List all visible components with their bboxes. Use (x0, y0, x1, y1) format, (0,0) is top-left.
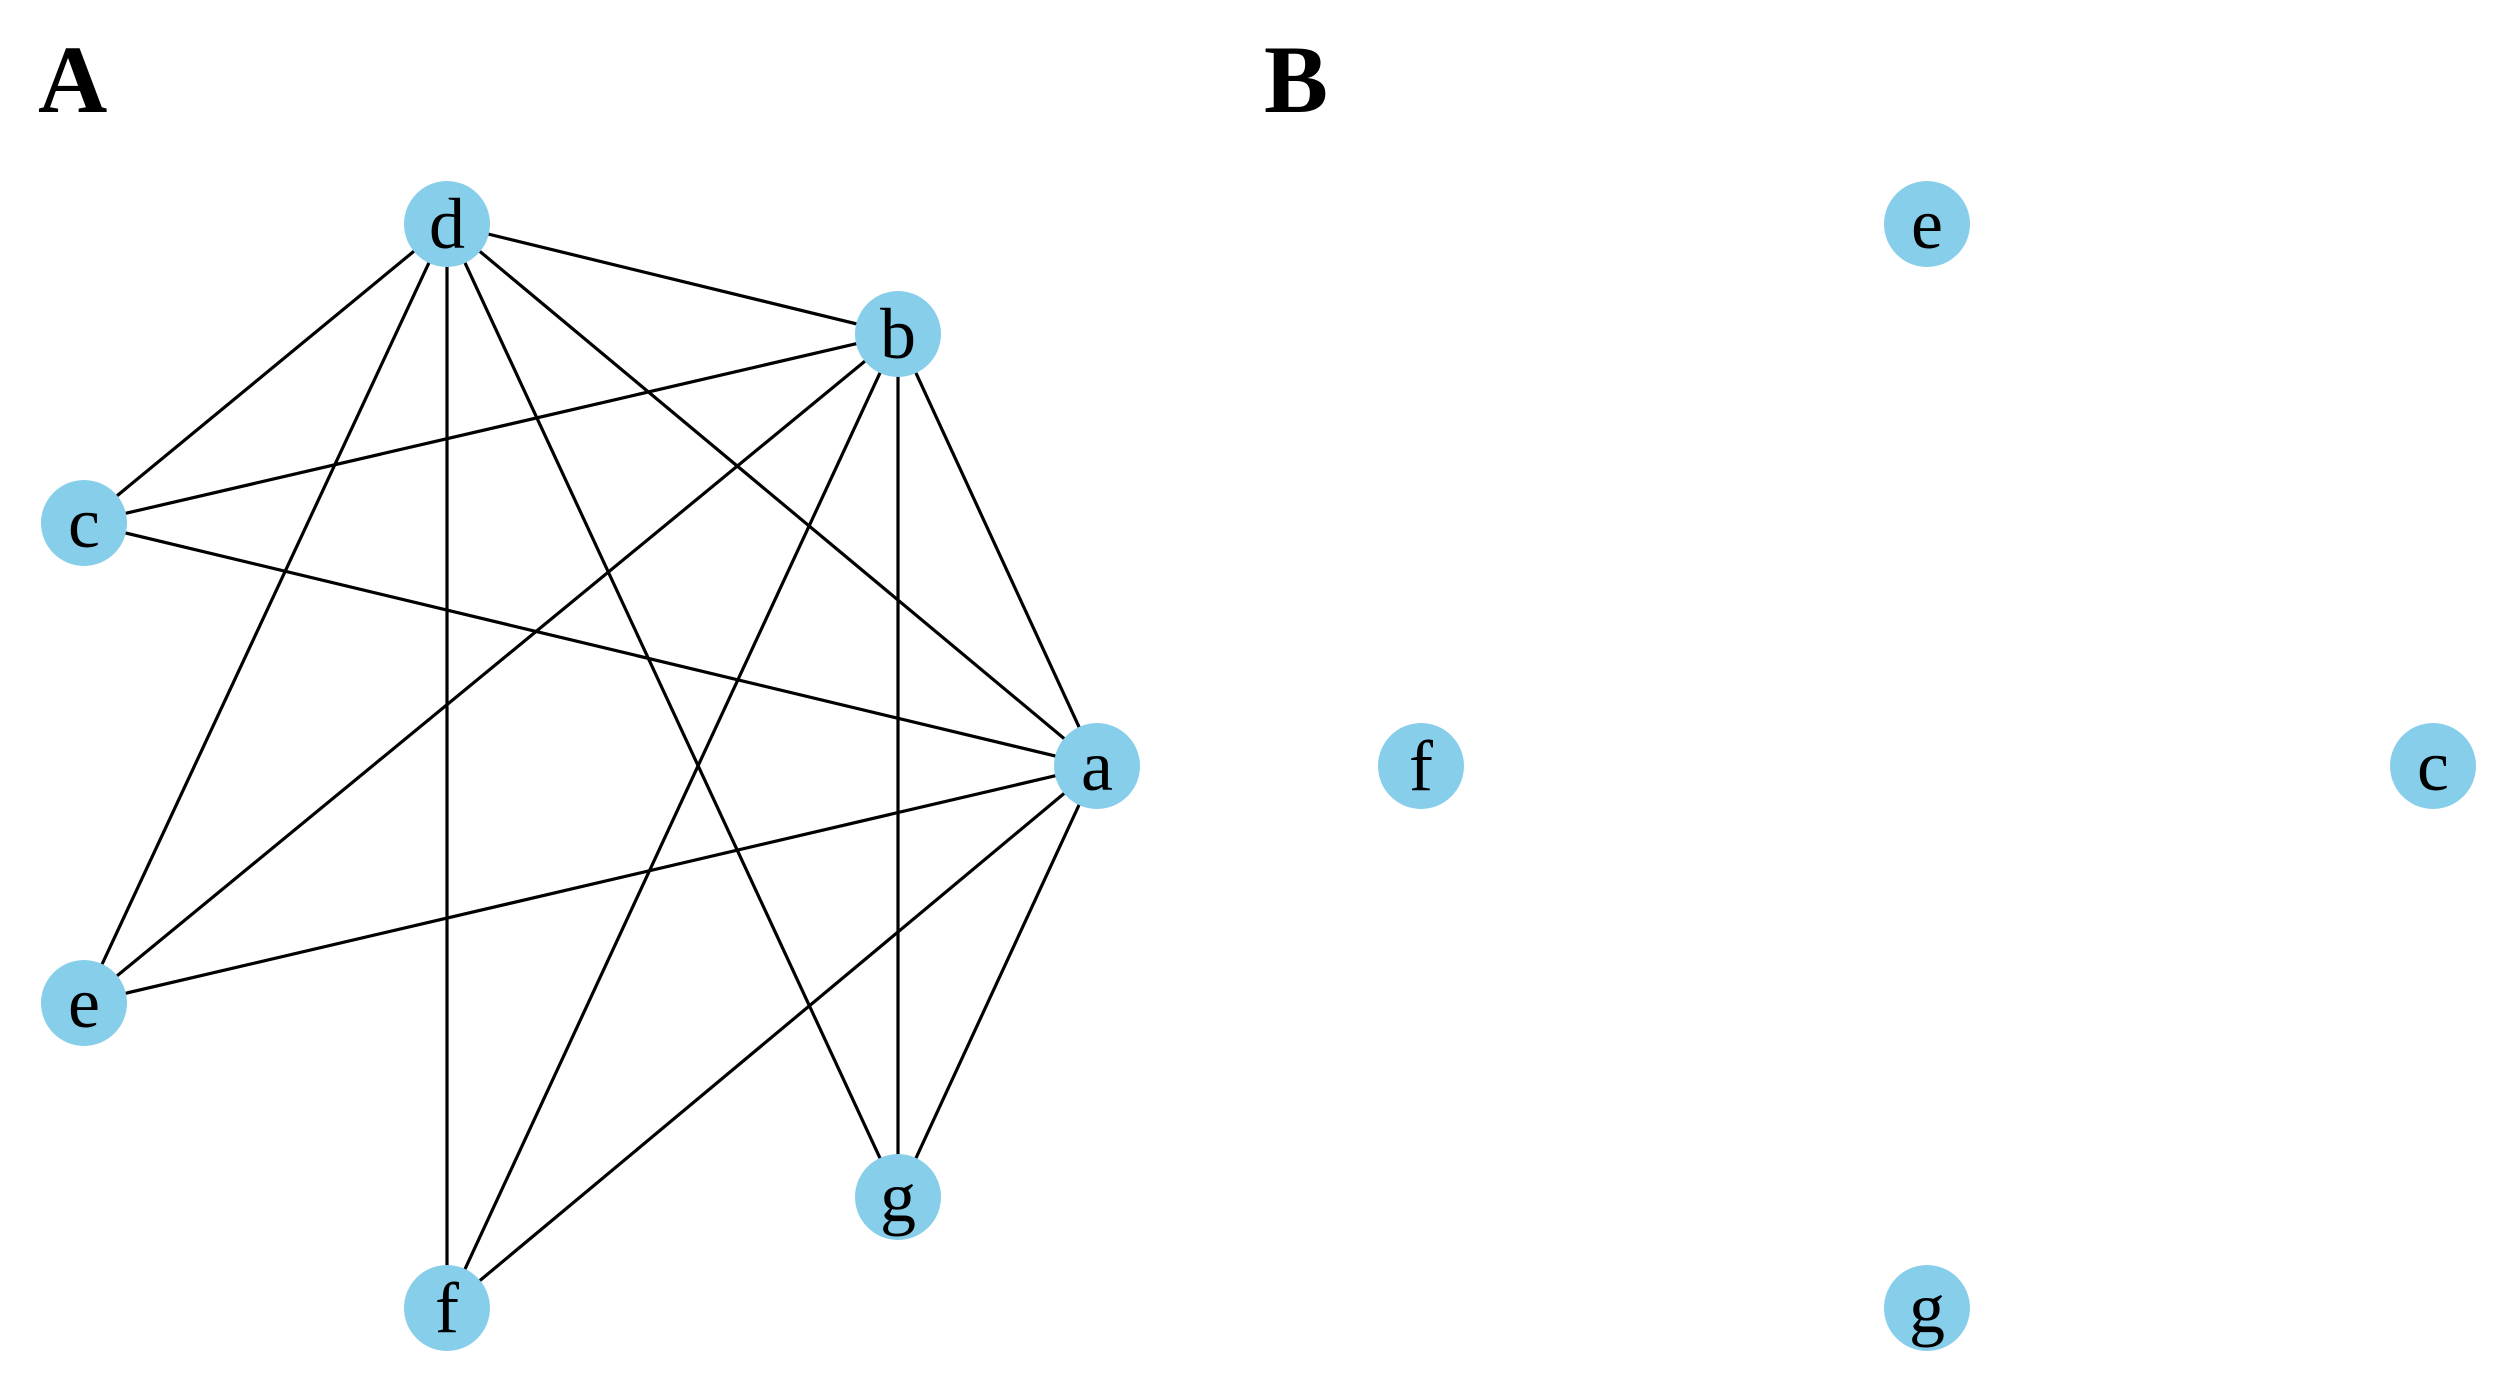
edge-a-d-c (82, 222, 449, 525)
node-label: g (880, 1157, 916, 1237)
node-circle (404, 181, 490, 267)
edge-a-b-f (445, 333, 900, 1309)
edge-a-f-a (445, 764, 1099, 1310)
edge-a-d-e (82, 223, 449, 1004)
node-circle (404, 1265, 490, 1351)
node-label: c (68, 483, 100, 563)
node-label: a (1081, 726, 1113, 806)
node-label: b (880, 294, 916, 374)
node-circle (1884, 181, 1970, 267)
node-label: g (1909, 1268, 1945, 1348)
node-b-f: f (1378, 723, 1464, 809)
panel-b: B e f c g (1264, 26, 2476, 1351)
node-label: e (68, 963, 100, 1043)
panel-b-nodes: e f c g (1378, 181, 2476, 1351)
edge-a-b-e (82, 332, 900, 1005)
node-a-e: e (41, 960, 127, 1046)
node-circle (2390, 723, 2476, 809)
panel-a-nodes: d b c a e g f (41, 181, 1140, 1351)
node-circle (41, 960, 127, 1046)
node-circle (1054, 723, 1140, 809)
edge-a-b-a (896, 333, 1099, 767)
node-circle (855, 1154, 941, 1240)
panel-a-label: A (38, 26, 107, 133)
node-a-b: b (855, 291, 941, 377)
node-label: d (429, 184, 465, 264)
edge-a-b-c (83, 332, 899, 525)
node-circle (855, 291, 941, 377)
edge-a-c-a (83, 521, 1098, 768)
node-label: f (1409, 726, 1433, 806)
edge-a-d-g (445, 223, 900, 1198)
edge-a-d-b (446, 222, 899, 336)
edge-a-e-a (83, 764, 1098, 1005)
panel-b-label: B (1264, 26, 1328, 133)
panel-a: A d b c a e g f (38, 26, 1140, 1351)
node-a-c: c (41, 480, 127, 566)
node-a-g: g (855, 1154, 941, 1240)
node-b-g: g (1884, 1265, 1970, 1351)
node-a-a: a (1054, 723, 1140, 809)
node-a-f: f (404, 1265, 490, 1351)
edge-a-g-a (896, 765, 1099, 1198)
node-b-c: c (2390, 723, 2476, 809)
node-circle (41, 480, 127, 566)
node-a-d: d (404, 181, 490, 267)
panel-a-edges (82, 222, 1099, 1310)
node-circle (1378, 723, 1464, 809)
node-b-e: e (1884, 181, 1970, 267)
node-label: e (1911, 184, 1943, 264)
node-label: c (2417, 726, 2449, 806)
node-circle (1884, 1265, 1970, 1351)
edge-a-d-a (445, 222, 1099, 768)
node-label: f (435, 1268, 459, 1348)
